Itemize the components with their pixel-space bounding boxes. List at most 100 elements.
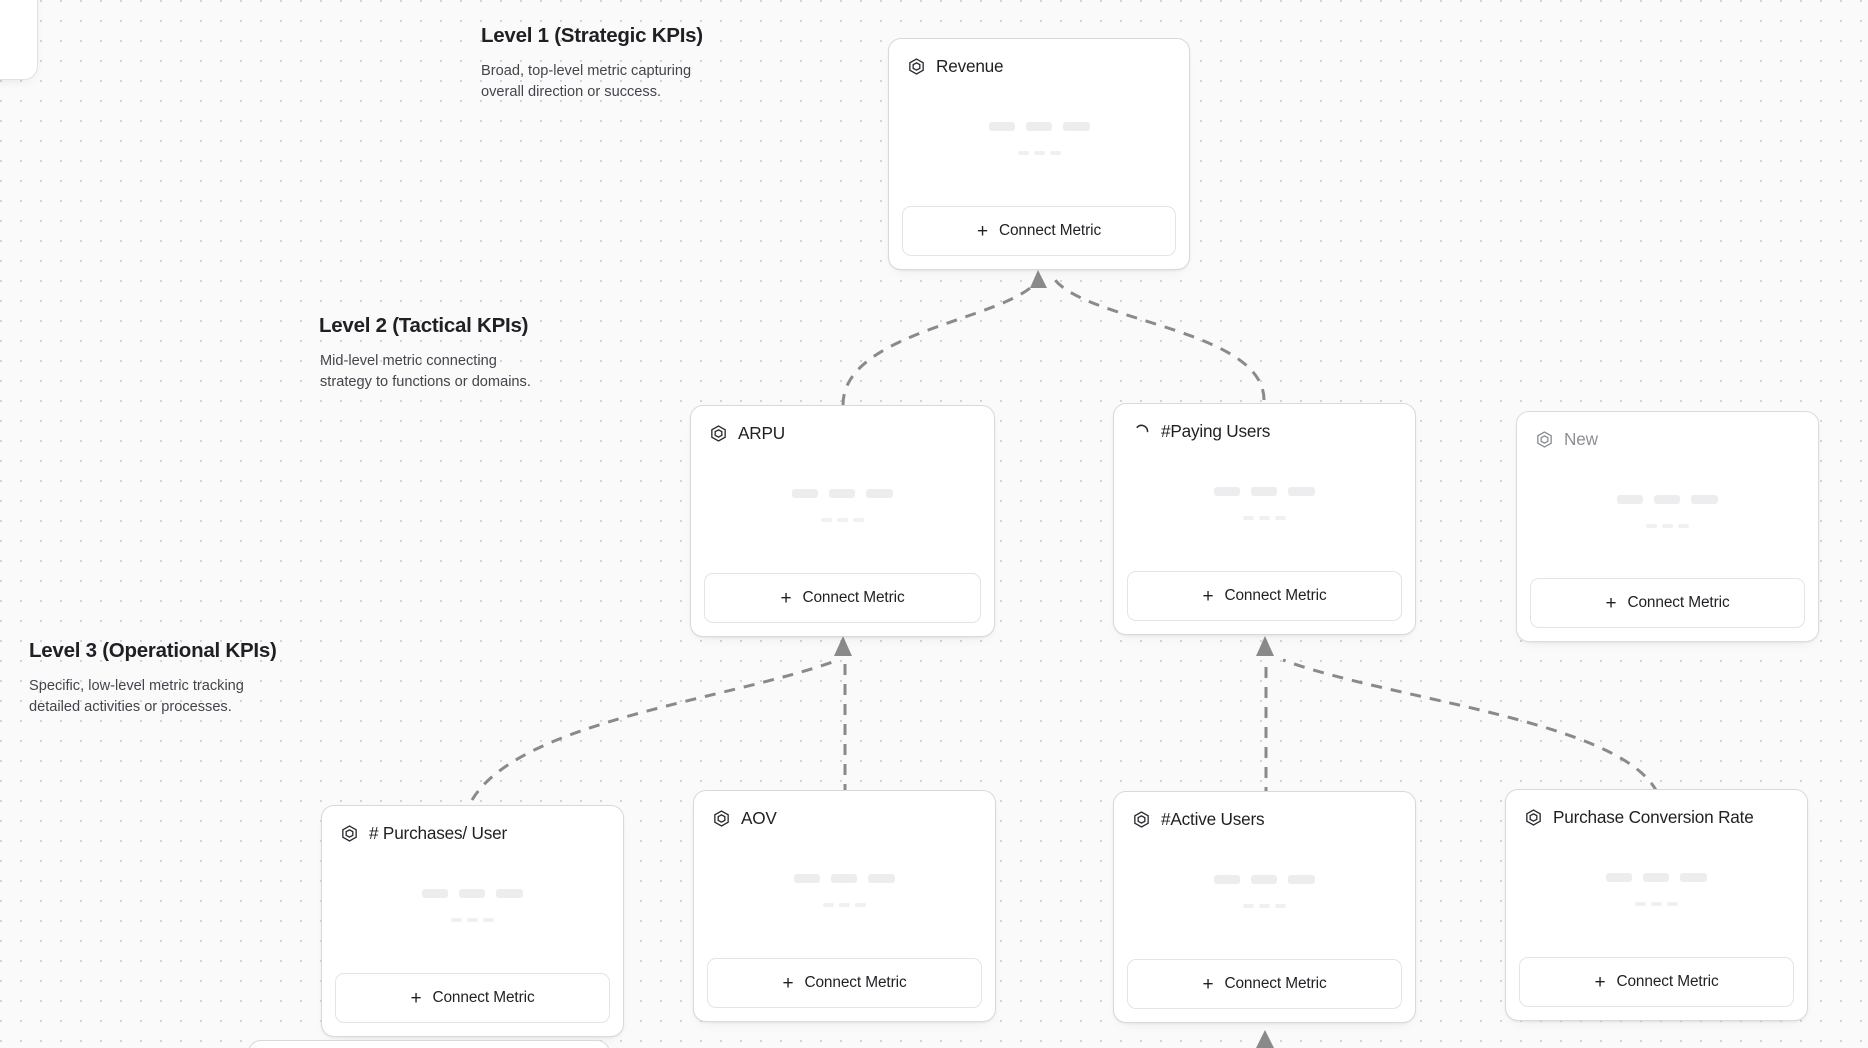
card-title: New: [1564, 429, 1598, 449]
skeleton-block: [1646, 523, 1657, 528]
level-1-description: Broad, top-level metric capturing overal…: [481, 63, 692, 100]
skeleton-block: [831, 874, 857, 883]
skeleton-block: [467, 918, 478, 922]
skeleton-row-primary: [1606, 873, 1707, 882]
metric-card-purchases-per-user[interactable]: # Purchases/ User + Connect Metric: [321, 805, 624, 1037]
skeleton-row-primary: [1617, 494, 1718, 504]
card-header: Purchase Conversion Rate: [1519, 803, 1794, 828]
connect-metric-label: Connect Metric: [1616, 973, 1719, 990]
edge-arpu-revenue: [841, 279, 1040, 406]
skeleton-block: [1288, 875, 1315, 884]
metric-card-purchase-conversion-rate[interactable]: Purchase Conversion Rate + Connect Metri…: [1505, 789, 1808, 1021]
edge-paying-users-revenue: [1053, 279, 1266, 401]
card-header: #Active Users: [1127, 805, 1402, 830]
connect-metric-button[interactable]: + Connect Metric: [1519, 957, 1794, 1007]
plus-icon: +: [1202, 585, 1214, 607]
floating-panel-partial[interactable]: [0, 0, 38, 80]
skeleton-block: [1275, 516, 1286, 520]
connect-metric-button[interactable]: + Connect Metric: [1530, 578, 1805, 628]
level-2-description: Mid-level metric connecting strategy to …: [320, 353, 531, 390]
skeleton-block: [855, 903, 866, 907]
edge-conversion-paying: [1282, 658, 1659, 793]
plus-icon: +: [782, 972, 794, 994]
card-placeholder-body: [1127, 830, 1402, 959]
skeleton-row-secondary: [1635, 902, 1678, 906]
skeleton-block: [1643, 873, 1669, 882]
level-3-block: Level 3 (Operational KPIs) Specific, low…: [29, 639, 277, 718]
skeleton-block: [1667, 902, 1678, 906]
skeleton-block: [1251, 875, 1277, 884]
card-title: #Paying Users: [1161, 421, 1271, 441]
skeleton-block: [422, 889, 448, 898]
card-placeholder-body: [335, 844, 610, 973]
connect-metric-button[interactable]: + Connect Metric: [335, 973, 610, 1023]
skeleton-block: [1635, 902, 1646, 906]
card-header: Revenue: [902, 52, 1176, 77]
skeleton-block: [1259, 904, 1270, 908]
skeleton-row-primary: [1214, 875, 1315, 884]
skeleton-block: [1259, 516, 1270, 520]
card-placeholder-body: [1530, 450, 1805, 578]
card-title: ARPU: [738, 423, 785, 443]
skeleton-row-secondary: [1243, 904, 1286, 908]
plus-icon: +: [1605, 592, 1617, 614]
level-3-title: Level 3 (Operational KPIs): [29, 639, 277, 662]
metric-card-partial-bottom[interactable]: [248, 1040, 610, 1048]
skeleton-block: [988, 122, 1015, 131]
skeleton-block: [1243, 904, 1254, 908]
skeleton-block: [1288, 487, 1315, 496]
skeleton-block: [1617, 494, 1643, 504]
connect-metric-label: Connect Metric: [802, 589, 905, 606]
skeleton-block: [1651, 902, 1662, 906]
hexagon-icon: [1537, 431, 1552, 448]
card-header: New: [1530, 425, 1805, 450]
skeleton-block: [1243, 516, 1254, 520]
card-title: Revenue: [936, 56, 1004, 76]
connect-metric-button[interactable]: + Connect Metric: [704, 573, 981, 623]
metric-card-active-users[interactable]: #Active Users + Connect Metric: [1113, 791, 1416, 1023]
connect-metric-button[interactable]: + Connect Metric: [1127, 959, 1402, 1009]
connect-metric-button[interactable]: + Connect Metric: [902, 206, 1176, 256]
skeleton-block: [1025, 122, 1052, 131]
skeleton-row-secondary: [821, 518, 864, 522]
arrowhead-arpu: [834, 636, 852, 656]
metric-card-new[interactable]: New + Connect Metric: [1516, 411, 1819, 642]
metric-card-revenue[interactable]: Revenue + Connect Metric: [888, 38, 1190, 270]
plus-icon: +: [1594, 971, 1606, 993]
arrowhead-active-users-bottom: [1256, 1030, 1274, 1048]
arrowhead-revenue: [1030, 270, 1047, 288]
skeleton-block: [1214, 487, 1240, 496]
metric-card-arpu[interactable]: ARPU + Connect Metric: [690, 405, 995, 637]
skeleton-block: [1691, 494, 1718, 504]
skeleton-block: [1049, 151, 1061, 155]
card-title: # Purchases/ User: [369, 823, 507, 843]
connect-metric-button[interactable]: + Connect Metric: [707, 958, 982, 1008]
skeleton-block: [1606, 873, 1632, 882]
level-2-title: Level 2 (Tactical KPIs): [319, 314, 529, 337]
hexagon-icon: [711, 425, 726, 442]
metric-card-aov[interactable]: AOV + Connect Metric: [693, 790, 996, 1022]
plus-icon: +: [410, 987, 422, 1009]
plus-icon: +: [1202, 973, 1214, 995]
skeleton-block: [792, 489, 818, 498]
card-placeholder-body: [1519, 828, 1794, 957]
card-placeholder-body: [704, 444, 981, 573]
skeleton-row-secondary: [451, 918, 494, 922]
skeleton-block: [853, 518, 864, 522]
skeleton-row-secondary: [823, 903, 866, 907]
metric-card-paying-users[interactable]: #Paying Users + Connect Metric: [1113, 403, 1416, 635]
card-header: ARPU: [704, 419, 981, 444]
skeleton-block: [829, 489, 855, 498]
skeleton-block: [1678, 523, 1689, 528]
skeleton-block: [1214, 875, 1240, 884]
card-title: #Active Users: [1161, 809, 1265, 829]
connect-metric-button[interactable]: + Connect Metric: [1127, 571, 1402, 621]
card-header: AOV: [707, 804, 982, 829]
skeleton-row-primary: [792, 489, 893, 498]
skeleton-block: [1654, 494, 1680, 504]
skeleton-block: [451, 918, 462, 922]
hexagon-icon: [909, 58, 924, 75]
card-header: #Paying Users: [1127, 417, 1402, 442]
skeleton-block: [1251, 487, 1277, 496]
